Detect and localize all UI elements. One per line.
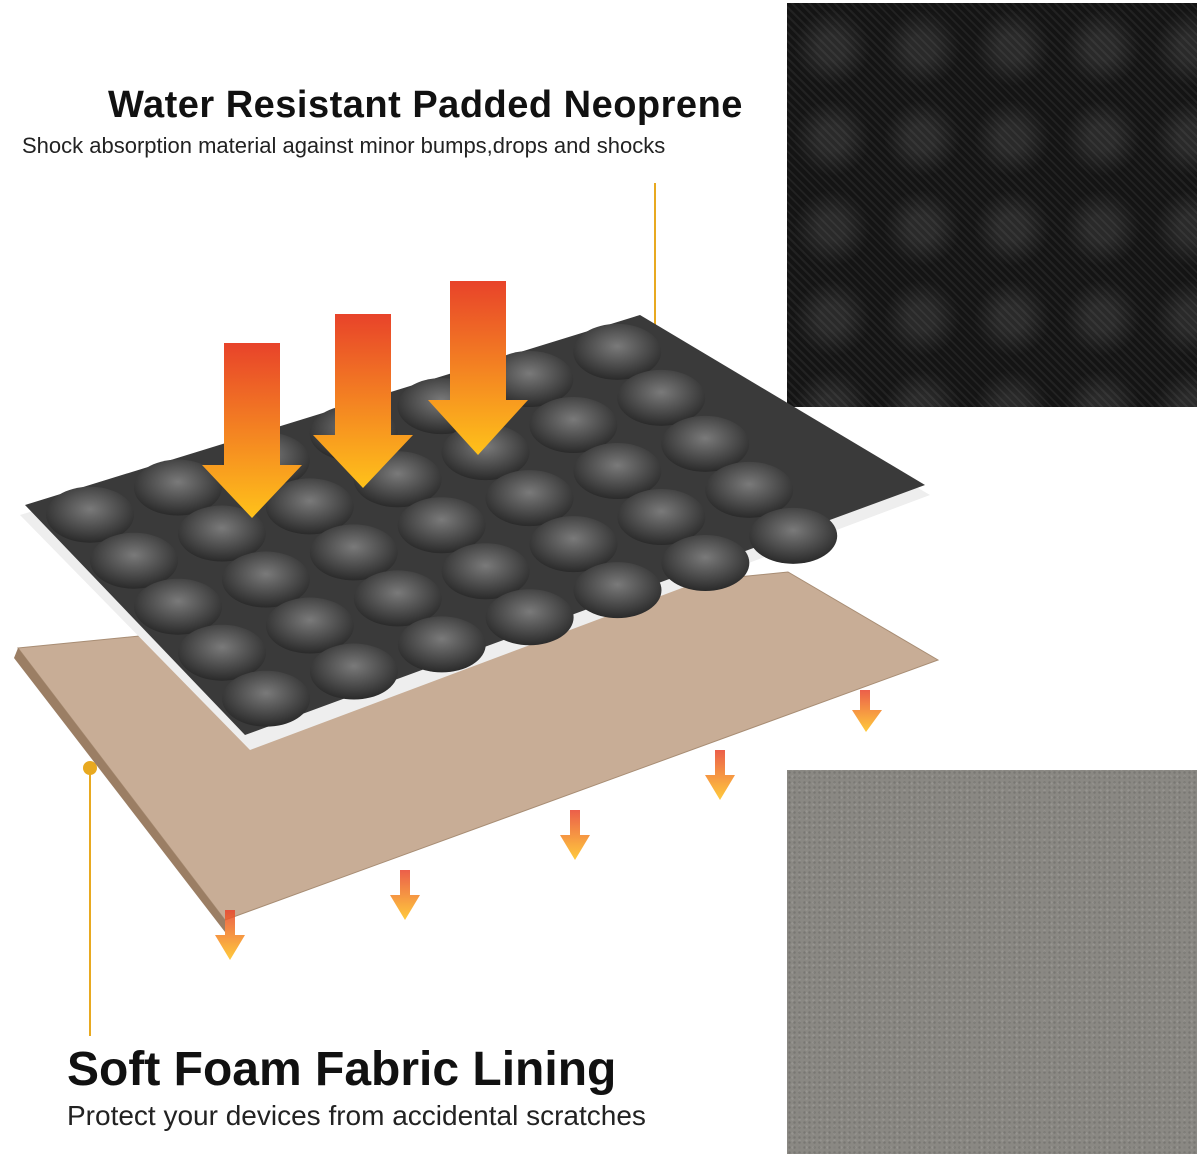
pressure-arrow xyxy=(202,343,302,518)
neoprene-pad xyxy=(397,616,486,673)
neoprene-pad xyxy=(485,350,574,407)
neoprene-pad xyxy=(133,459,222,516)
neoprene-pad xyxy=(177,505,266,562)
layers-illustration: (function(){ var g=document.currentScrip… xyxy=(14,281,940,960)
neoprene-pad xyxy=(705,461,794,518)
neoprene-description: Shock absorption material against minor … xyxy=(22,133,666,158)
neoprene-pad xyxy=(529,396,618,453)
neoprene-pad xyxy=(90,532,179,589)
neoprene-pad xyxy=(617,369,706,426)
neoprene-pad xyxy=(309,524,398,581)
neoprene-callout-line xyxy=(654,183,656,371)
neoprene-pad xyxy=(529,516,618,573)
neoprene-title: Water Resistant Padded Neoprene xyxy=(108,84,743,126)
neoprene-pad xyxy=(46,486,135,543)
neoprene-pad xyxy=(485,589,574,646)
neoprene-pad xyxy=(573,323,662,380)
neoprene-pad xyxy=(573,562,662,619)
neoprene-texture-photo xyxy=(787,3,1197,407)
neoprene-pad xyxy=(485,470,574,527)
neoprene-pad xyxy=(617,488,706,545)
neoprene-pad xyxy=(749,507,838,564)
neoprene-pad xyxy=(573,442,662,499)
lining-arrows xyxy=(215,690,882,960)
pressure-arrow xyxy=(313,314,413,488)
neoprene-pad xyxy=(178,624,267,681)
neoprene-pad xyxy=(222,670,311,727)
pressure-arrows xyxy=(202,281,528,518)
neoprene-pad xyxy=(661,534,750,591)
neoprene-pad xyxy=(265,597,354,654)
neoprene-pad xyxy=(309,643,398,700)
neoprene-pad xyxy=(441,543,530,600)
lining-texture-photo xyxy=(787,770,1197,1154)
neoprene-pad xyxy=(134,578,223,635)
lining-callout-line xyxy=(89,768,91,1036)
neoprene-pad xyxy=(397,497,486,554)
lining-callout-dot xyxy=(83,761,97,775)
neoprene-pad xyxy=(353,570,442,627)
neoprene-pad xyxy=(221,551,310,608)
lining-description: Protect your devices from accidental scr… xyxy=(67,1100,646,1131)
neoprene-pad xyxy=(661,415,750,472)
lining-title: Soft Foam Fabric Lining xyxy=(67,1043,617,1096)
pressure-arrow xyxy=(428,281,528,455)
neoprene-pad xyxy=(265,478,354,535)
